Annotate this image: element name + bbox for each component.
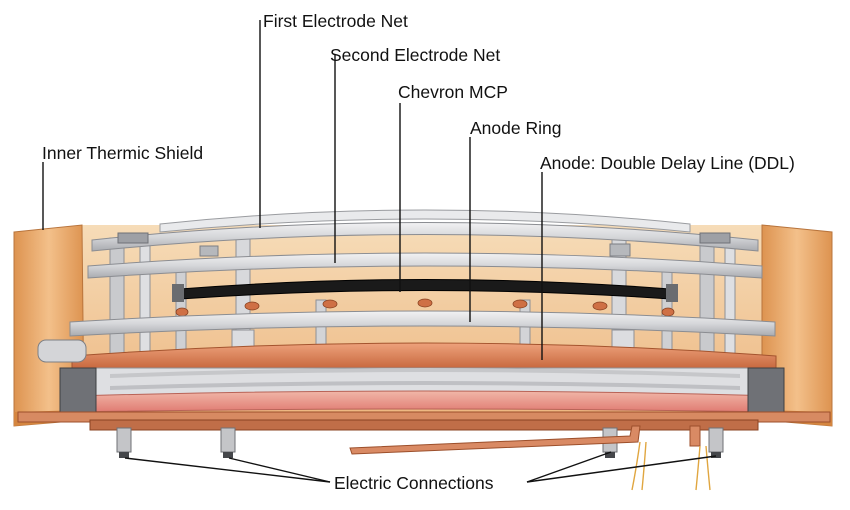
- label-chevron-mcp: Chevron MCP: [398, 82, 508, 102]
- label-electric-connections: Electric Connections: [334, 473, 494, 493]
- anode-ddl: [37, 339, 785, 413]
- second-electrode-net: [87, 243, 763, 279]
- base-plate: [17, 411, 831, 431]
- chevron-mcp: [172, 279, 678, 302]
- label-anode-ring: Anode Ring: [470, 118, 561, 138]
- anode-ring: [69, 310, 776, 349]
- label-second-electrode-net: Second Electrode Net: [330, 45, 500, 65]
- leader-lines: [42, 20, 717, 483]
- label-anode-ddl: Anode: Double Delay Line (DDL): [540, 153, 795, 173]
- label-first-electrode-net: First Electrode Net: [263, 11, 408, 31]
- copper-contacts: [175, 298, 675, 317]
- signal-ribbon: [349, 425, 701, 455]
- first-electrode-net: [91, 209, 759, 252]
- signal-wires: [631, 441, 711, 491]
- label-inner-thermic-shield: Inner Thermic Shield: [42, 143, 203, 163]
